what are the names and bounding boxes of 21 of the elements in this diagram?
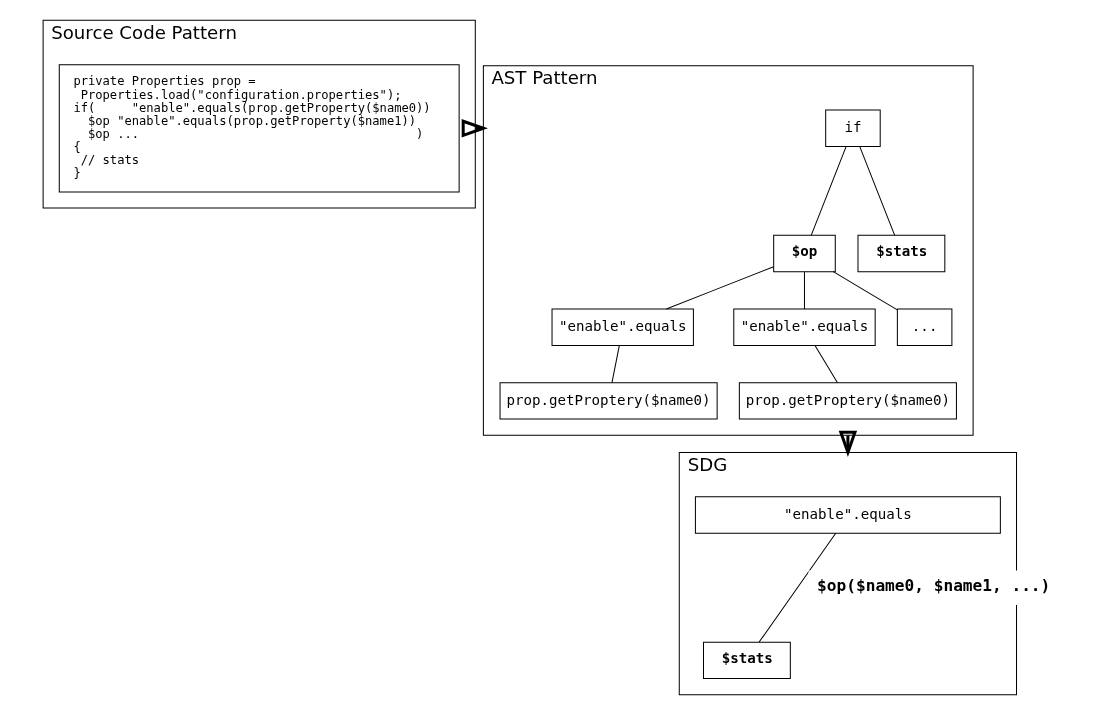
node-box: ... — [896, 308, 953, 346]
node-box: if — [825, 109, 881, 147]
connector — [810, 146, 847, 236]
node-box: "enable".equals — [733, 308, 876, 346]
connector — [611, 345, 620, 384]
connector — [803, 271, 805, 310]
arrow — [838, 430, 858, 457]
node-box: $stats — [857, 234, 946, 273]
node-box: "enable".equals — [694, 496, 1001, 534]
arrow — [461, 119, 488, 138]
connector — [859, 146, 896, 236]
node-box: $stats — [703, 641, 791, 680]
node-box: private Properties prop = Properties.load("configuration.properties"); if( "enable".equals(prop.getProperty($name0)) $op "enable".equals(prop.getProperty($name1)) $op ... ) { // stats } — [58, 64, 460, 193]
node-box: $op — [773, 234, 836, 273]
connector — [758, 532, 837, 643]
node-box: prop.getProptery($name0) — [499, 382, 718, 420]
connector — [832, 271, 898, 311]
node-box: prop.getProptery($name0) — [738, 382, 957, 420]
node-box: "enable".equals — [551, 308, 694, 346]
connector — [814, 345, 838, 384]
connector — [665, 266, 775, 310]
